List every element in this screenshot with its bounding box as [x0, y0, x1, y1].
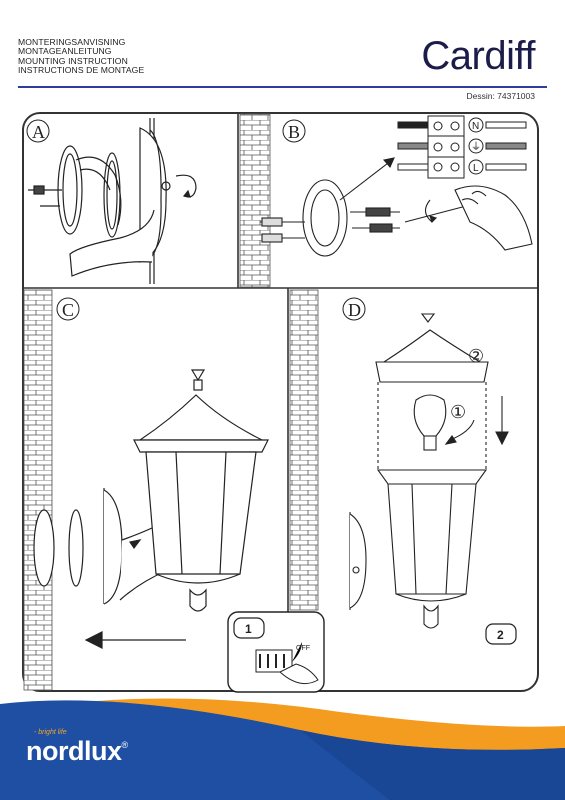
panel-d-illustration	[349, 313, 509, 629]
panel-a-illustration	[28, 118, 197, 284]
panel-c-label-ring	[56, 297, 80, 321]
panel-d-label: D	[348, 300, 361, 320]
terminal-l: L	[473, 163, 479, 174]
panel-a-label: A	[32, 122, 45, 142]
brick-wall-b	[239, 113, 271, 288]
brand-registered: ®	[121, 740, 129, 750]
header-line-2: MONTAGEANLEITUNG	[18, 46, 112, 57]
brick-wall-c	[23, 289, 53, 691]
panel-c-label: C	[62, 300, 74, 320]
earth-icon: ⏚	[471, 141, 481, 153]
terminal-earth-ring	[468, 138, 484, 154]
step-1-inset	[227, 611, 325, 693]
panel-dividers	[22, 113, 539, 612]
panel-b-label: B	[288, 122, 300, 142]
brand-name: nordlux	[26, 736, 122, 766]
step-2-badge	[485, 623, 517, 645]
brand-logo: nordlux®	[26, 736, 128, 767]
header-line-4: INSTRUCTIONS DE MONTAGE	[18, 65, 145, 76]
header-line-3: MOUNTING INSTRUCTION	[18, 55, 128, 66]
panel-b-label-ring	[282, 119, 306, 143]
terminal-n-ring	[468, 117, 484, 133]
panel-a-label-ring	[26, 119, 50, 143]
header-line-1: MONTERINGSANVISNING	[18, 37, 126, 47]
panel-b-illustration	[260, 157, 533, 257]
terminal-block	[397, 115, 527, 179]
panel-c-illustration	[33, 369, 269, 649]
product-title: Cardiff	[421, 34, 535, 78]
step-1-number: 1	[245, 622, 252, 636]
step-circ-2: ②	[468, 346, 484, 366]
step-circ-1: ①	[450, 402, 466, 422]
step-2-number: 2	[497, 628, 504, 642]
footer-band	[0, 698, 565, 800]
brick-wall-d	[289, 289, 319, 611]
header-lines: MONTERINGSANVISNING MONTAGEANLEITUNG MOU…	[18, 37, 145, 76]
terminal-n: N	[472, 121, 479, 132]
terminal-l-ring	[468, 159, 484, 175]
header-rule	[18, 86, 547, 88]
brand-tagline: - bright life	[34, 729, 67, 736]
drawing-number: Dessin: 74371003	[466, 91, 535, 101]
off-label: OFF	[296, 645, 310, 652]
panel-d-label-ring	[342, 297, 366, 321]
